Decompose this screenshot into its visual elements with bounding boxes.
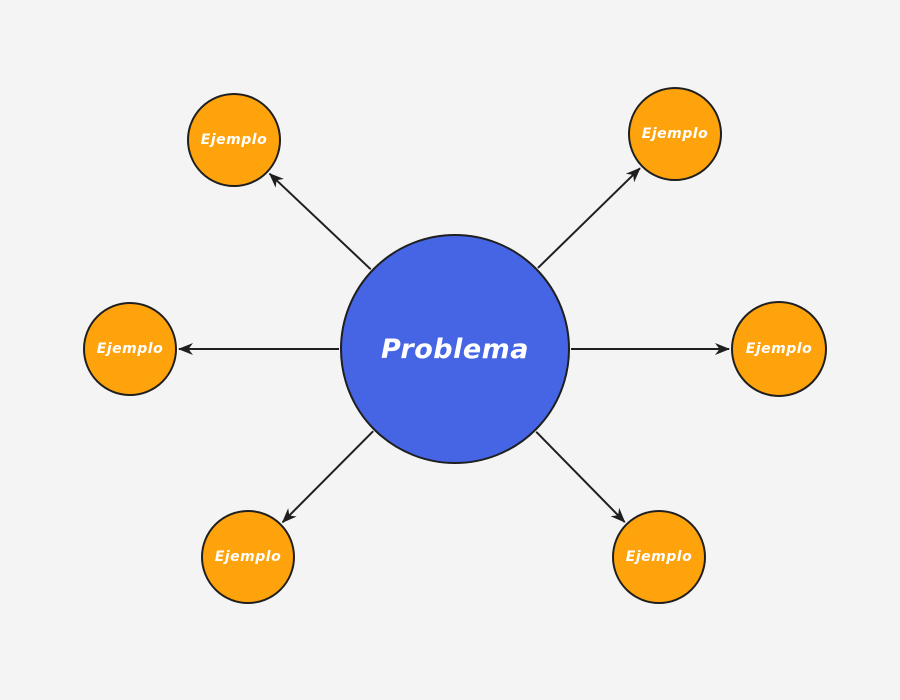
node-ejemplo-top-left[interactable]: Ejemplo: [187, 93, 281, 187]
node-problema[interactable]: Problema: [340, 234, 570, 464]
node-ejemplo-mid-right[interactable]: Ejemplo: [731, 301, 827, 397]
connector-arrow-ejemplo-bottom-left[interactable]: [281, 430, 374, 523]
node-label: Ejemplo: [96, 341, 164, 357]
node-ejemplo-top-right[interactable]: Ejemplo: [628, 87, 722, 181]
node-label: Ejemplo: [214, 549, 282, 565]
node-ejemplo-bottom-left[interactable]: Ejemplo: [201, 510, 295, 604]
node-label: Ejemplo: [200, 132, 268, 148]
node-label: Ejemplo: [625, 549, 693, 565]
node-label: Problema: [380, 333, 530, 365]
connector-arrow-ejemplo-bottom-right[interactable]: [535, 431, 626, 523]
node-label: Ejemplo: [745, 341, 813, 357]
node-label: Ejemplo: [641, 126, 709, 142]
connector-arrow-ejemplo-top-left[interactable]: [268, 172, 372, 271]
connector-arrow-ejemplo-top-right[interactable]: [537, 167, 641, 269]
node-ejemplo-mid-left[interactable]: Ejemplo: [83, 302, 177, 396]
node-ejemplo-bottom-right[interactable]: Ejemplo: [612, 510, 706, 604]
